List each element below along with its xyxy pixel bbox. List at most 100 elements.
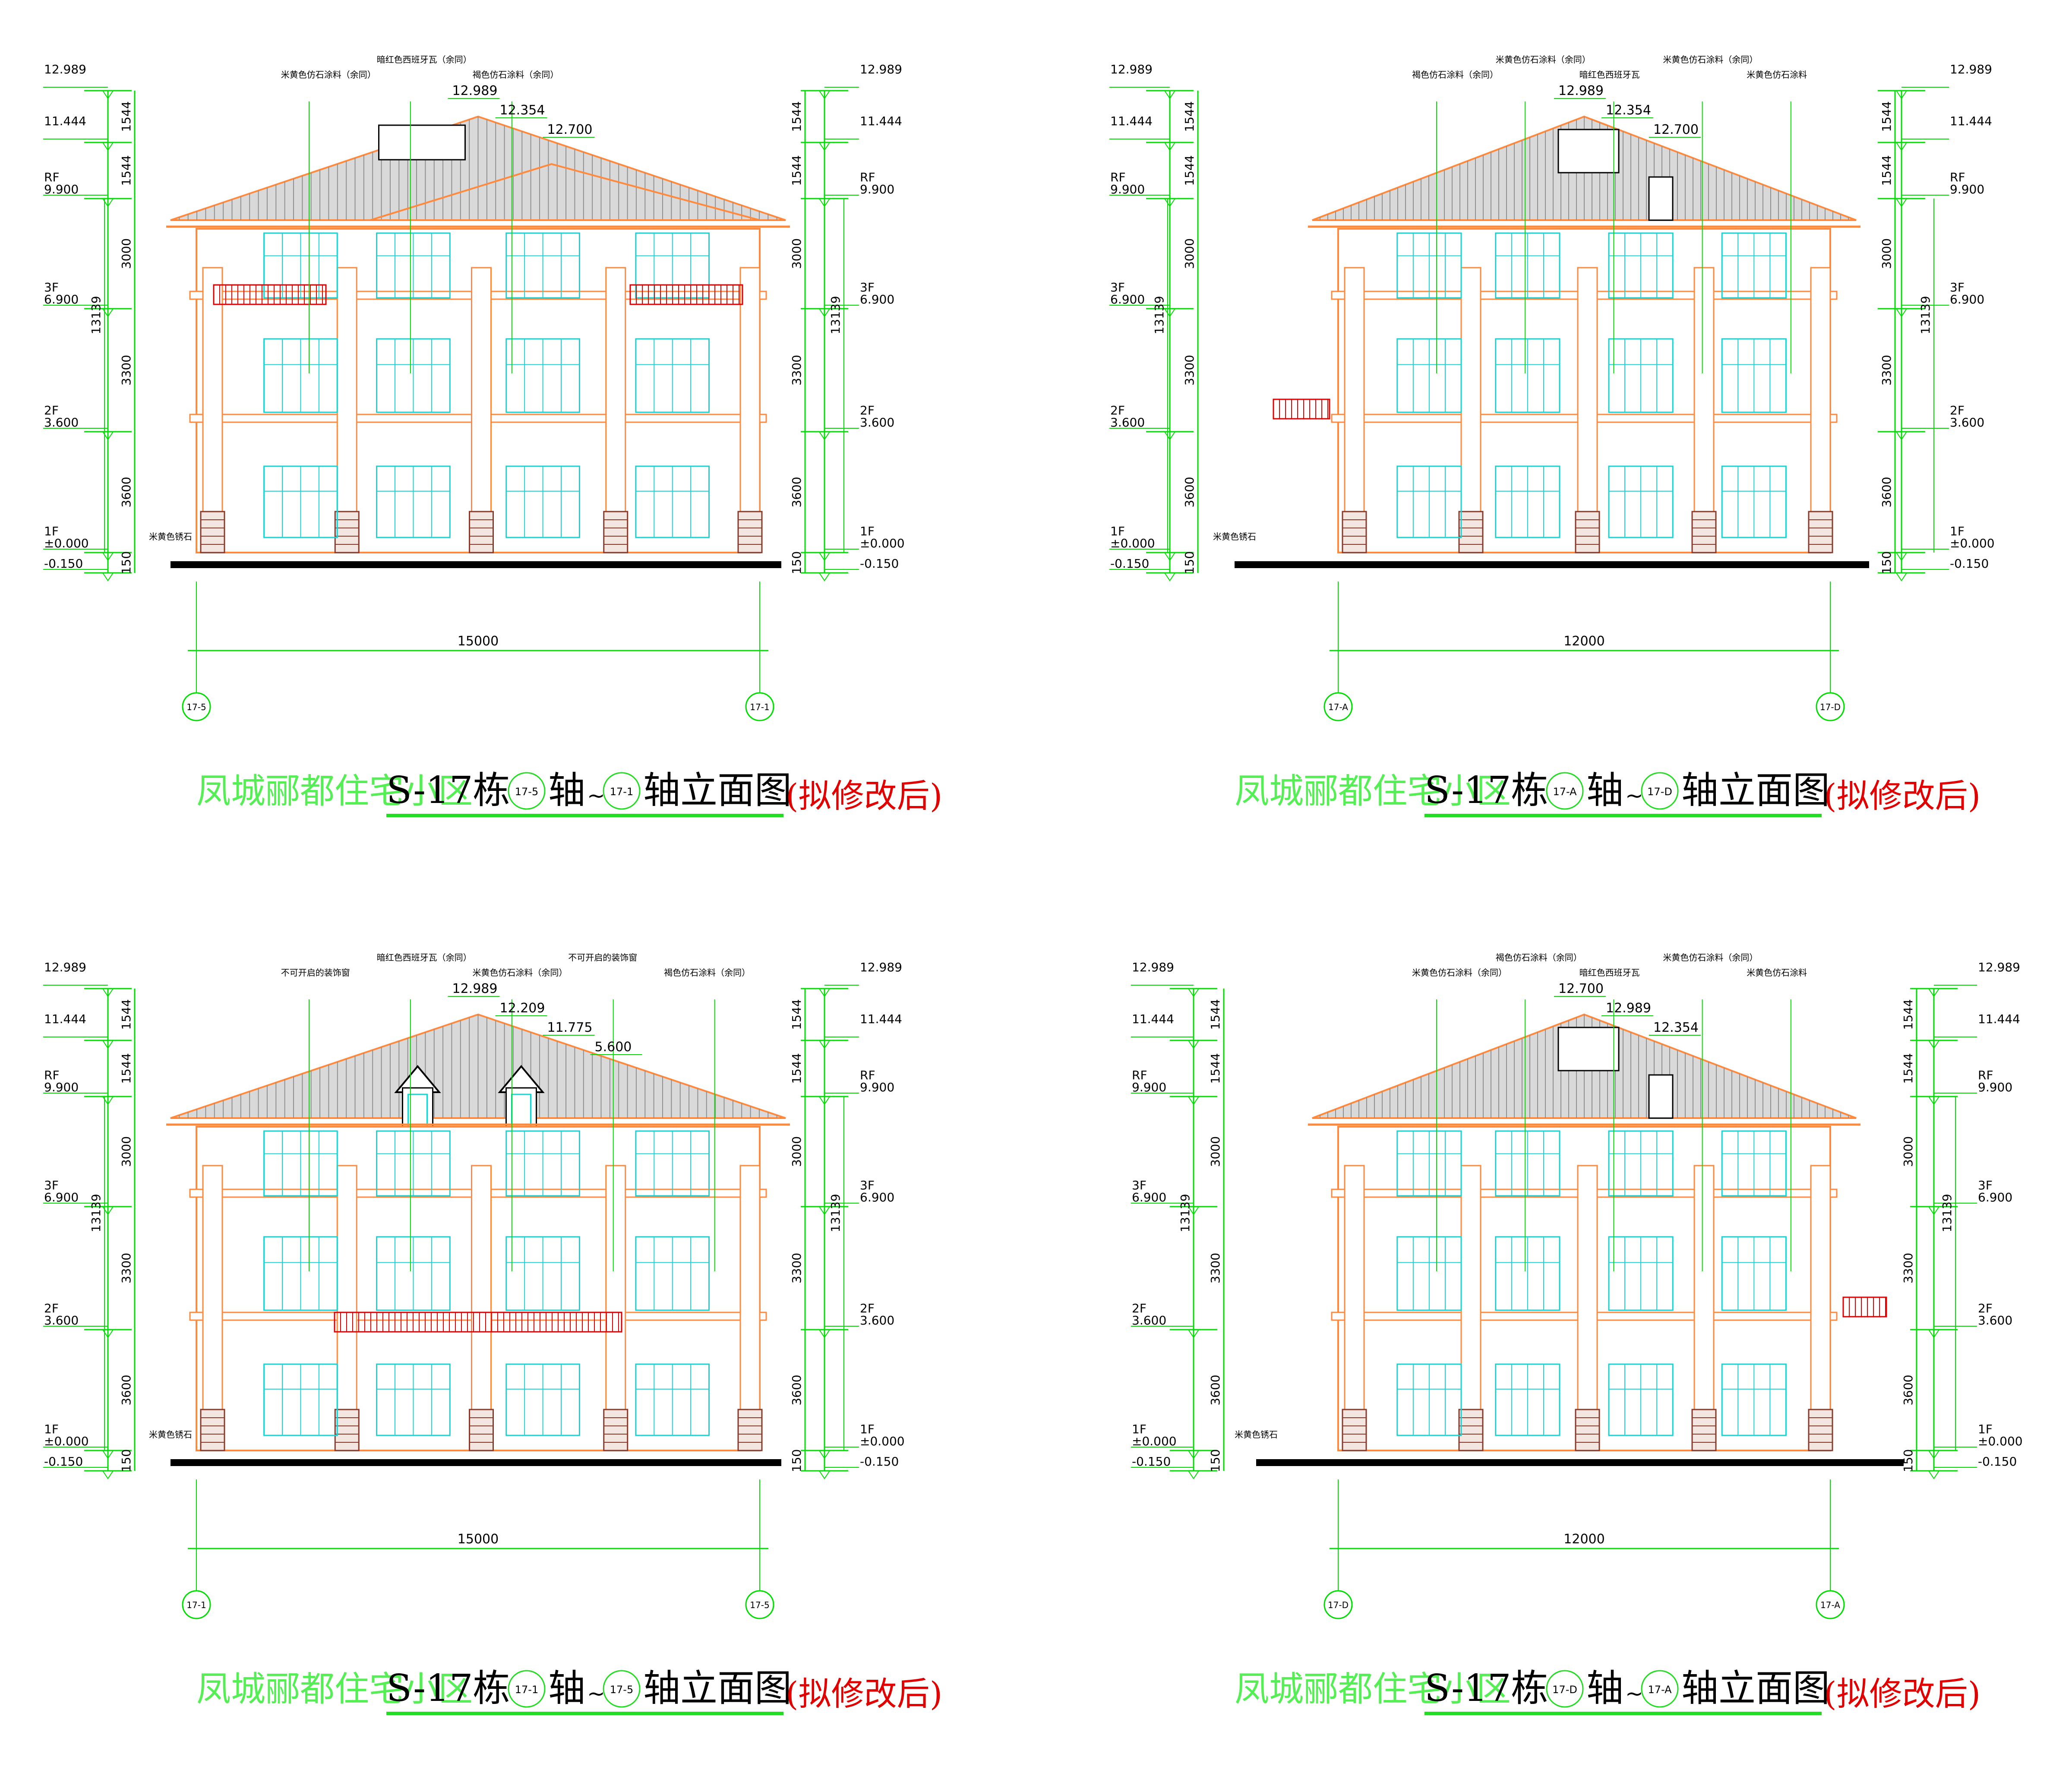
chimney [1648, 1074, 1674, 1119]
building-body [1331, 1126, 1887, 1451]
caption-underline [1424, 814, 1822, 817]
roof-secondary-hip [370, 163, 760, 221]
level-triangle [818, 1450, 831, 1459]
dimension-value: 3600 [790, 477, 804, 507]
level-value: -0.150 [1978, 1454, 2017, 1469]
level-value: ±0.000 [1950, 536, 1995, 550]
brick-base [1342, 1409, 1367, 1451]
chimney [1648, 176, 1674, 221]
level-label: 11.444 [44, 114, 86, 128]
axis-bubble [1323, 1590, 1353, 1619]
roof [1308, 115, 1860, 228]
axis-label: 17-A [1820, 1600, 1840, 1610]
dimension-total: 13139 [89, 1194, 103, 1232]
annotation-leaders [1436, 999, 1791, 1271]
level-value: -0.150 [860, 556, 899, 571]
level-triangle [818, 552, 831, 561]
roof-level-value: 12.354 [500, 103, 545, 118]
dimension-value: 3000 [790, 238, 804, 269]
level-label: 1F [44, 1422, 59, 1436]
level-label: 11.444 [860, 1012, 902, 1026]
level-value: ±0.000 [860, 1434, 905, 1448]
level-label: 1F [860, 524, 875, 538]
dimension-value: 1544 [1208, 999, 1222, 1030]
brick-base [1808, 1409, 1833, 1451]
level-triangle [102, 198, 114, 207]
level-label: 12.989 [1950, 62, 1992, 76]
brick-column-base [200, 1409, 225, 1451]
column [1693, 267, 1715, 553]
axis-bubble [182, 692, 211, 721]
brick-base [1575, 511, 1600, 553]
brick-column-base [603, 511, 629, 553]
level-value: 3.600 [44, 1313, 79, 1327]
level-triangle [818, 308, 831, 317]
level-label: 12.989 [1110, 62, 1153, 76]
dimension-value: 3300 [1182, 355, 1197, 386]
dimension-value: 150 [1901, 1449, 1915, 1472]
level-label: 12.989 [44, 960, 86, 974]
level-triangle [1895, 90, 1908, 99]
level-label: 2F [860, 1301, 875, 1315]
brick-column-base [1575, 511, 1600, 553]
level-value: ±0.000 [860, 536, 905, 550]
dimension-value: 3000 [119, 238, 133, 269]
column [1810, 1165, 1831, 1451]
balustrades [334, 1312, 622, 1333]
elevation-panel-e1: 12.98911.444RF9.9003F6.9002F3.6001F±0.00… [43, 54, 942, 817]
level-value: 9.900 [44, 182, 79, 196]
caption-axis-bubble [1546, 772, 1584, 810]
brick-base [737, 511, 763, 553]
axis-bubble [745, 692, 774, 721]
level-triangle [818, 1040, 831, 1049]
dimension-value: 3000 [1208, 1136, 1222, 1167]
roof-level-value: 5.600 [595, 1040, 632, 1055]
material-note: 米黄色仿石涂料 [1747, 967, 1807, 978]
material-notes: 褐色仿石涂料（余同）米黄色仿石涂料（余同）暗红色西班牙瓦米黄色仿石涂料（余同）米… [1213, 54, 1807, 542]
axis-bubble [182, 1590, 211, 1619]
dimension-value: 1544 [1901, 1053, 1915, 1084]
level-value: 3.600 [1132, 1313, 1166, 1327]
axis-bubble [1323, 692, 1353, 721]
level-triangle [818, 198, 831, 207]
roof-parapet [1557, 129, 1620, 174]
column [202, 267, 223, 553]
level-triangle [102, 552, 114, 561]
level-triangle [1895, 431, 1908, 440]
level-label: RF [44, 1068, 60, 1082]
caption-prefix: 凤城郦都住宅小区 [196, 771, 473, 811]
level-label: RF [1978, 1068, 1993, 1082]
level-marks-left: 12.98911.444RF9.9003F6.9002F3.6001F±0.00… [1131, 960, 1225, 1479]
brick-column-base [1575, 1409, 1600, 1451]
dimension-value: 3600 [790, 1375, 804, 1405]
axis-label: 17-D [1820, 702, 1841, 712]
ground-line [171, 561, 781, 568]
column [471, 1165, 492, 1451]
roof-level-value: 12.354 [1653, 1020, 1699, 1035]
caption-axis-word: 轴 [1586, 1667, 1623, 1710]
axis-label: 17-5 [186, 702, 206, 712]
dimension-value: 1544 [119, 155, 133, 186]
dimension-value: 150 [790, 551, 804, 574]
material-note: 暗红色西班牙瓦（余同） [377, 952, 472, 963]
caption-axis-label: 17-A [1648, 1684, 1672, 1696]
roof [1308, 1013, 1860, 1126]
roof-level-value: 12.989 [452, 83, 498, 98]
material-note: 米黄色仿石涂料 [1747, 70, 1807, 80]
width-value: 15000 [458, 1532, 499, 1547]
material-note: 暗红色西班牙瓦 [1579, 70, 1640, 80]
dimension-value: 3600 [1182, 477, 1197, 507]
caption-axis-label: 17-5 [610, 1684, 633, 1696]
level-label: 3F [1978, 1178, 1993, 1192]
caption-title: S-17栋 [1424, 1667, 1548, 1710]
dimension-value: 1544 [1879, 101, 1894, 132]
material-notes: 不可开启的装饰窗暗红色西班牙瓦（余同）米黄色仿石涂料（余同）不可开启的装饰窗褐色… [149, 952, 750, 1440]
level-label: 1F [1110, 524, 1125, 538]
dimension-value: 3300 [790, 1253, 804, 1283]
dimension-value: 1544 [1879, 155, 1894, 186]
brick-column-base [737, 1409, 763, 1451]
dimension-value: 3000 [119, 1136, 133, 1167]
brick-base [1458, 1409, 1484, 1451]
